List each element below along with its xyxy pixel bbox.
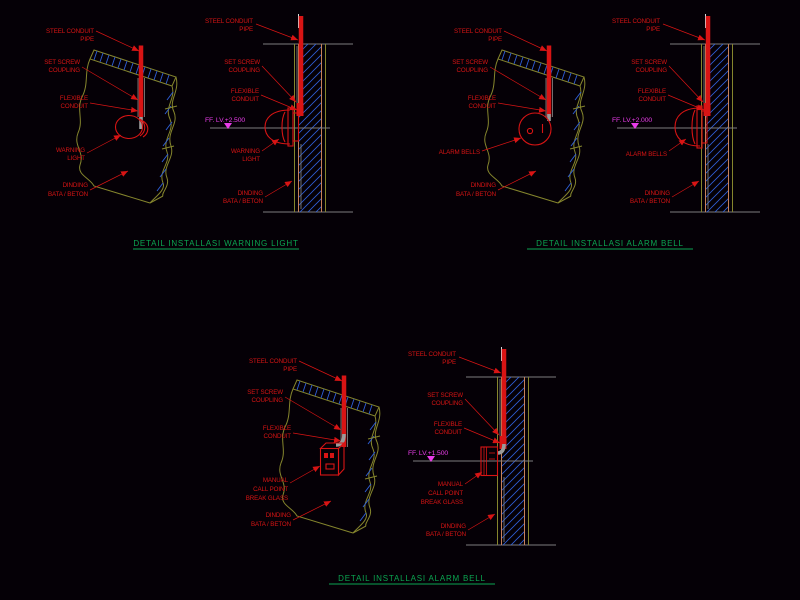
set-screw-label: SET SCREW: [452, 59, 488, 66]
set-screw-label-line2: COUPLING: [251, 397, 283, 404]
section-labels: STEEL CONDUIT PIPE SET SCREW COUPLING FL…: [408, 351, 466, 538]
flexible-conduit-label: FLEXIBLE: [231, 88, 259, 95]
device-label: ALARM BELLS: [626, 151, 667, 158]
detail-title: DETAIL INSTALLASI ALARM BELL: [536, 239, 684, 248]
alarm-bell-section: [674, 105, 708, 149]
wall-label: DINDING: [645, 190, 671, 197]
device-leader: [86, 134, 122, 154]
steel-conduit-label: STEEL CONDUIT: [249, 358, 297, 365]
steel-conduit-label-line2: PIPE: [488, 36, 502, 43]
flexible-conduit-label-line2: CONDUIT: [61, 103, 89, 110]
flexible-conduit-label-line2: CONDUIT: [469, 103, 497, 110]
detail-manual-call-point: STEEL CONDUIT PIPE SET SCREW COUPLING FL…: [246, 347, 556, 585]
set-screw-label-line2: COUPLING: [228, 67, 260, 74]
warning-light-section: [264, 107, 300, 147]
device-label-line2: LIGHT: [67, 155, 85, 162]
warning-light-iso: [114, 114, 149, 140]
steel-conduit-label-line2: PIPE: [646, 26, 660, 33]
iso-labels: STEEL CONDUIT PIPE SET SCREW COUPLING FL…: [439, 28, 503, 198]
floor-level-annotation: FF. LV.+2.500: [205, 117, 245, 124]
device-label: MANUAL: [438, 481, 464, 488]
wall-label-line2: BATA / BETON: [48, 191, 88, 198]
device-label-line3: BREAK GLASS: [421, 499, 463, 506]
wall-label: DINDING: [63, 182, 89, 189]
flexible-conduit-label: FLEXIBLE: [434, 421, 462, 428]
wall-label: DINDING: [471, 182, 497, 189]
steel-conduit-label: STEEL CONDUIT: [612, 18, 660, 25]
set-screw-label: SET SCREW: [44, 59, 80, 66]
steel-conduit-label-line2: PIPE: [442, 359, 456, 366]
set-screw-label-line2: COUPLING: [635, 67, 667, 74]
manual-call-point-iso: [319, 433, 346, 477]
set-screw-label: SET SCREW: [427, 392, 463, 399]
steel-conduit-label-line2: PIPE: [283, 366, 297, 373]
detail-title: DETAIL INSTALLASI WARNING LIGHT: [133, 239, 298, 248]
steel-conduit-label: STEEL CONDUIT: [205, 18, 253, 25]
flexible-conduit-label: FLEXIBLE: [60, 95, 88, 102]
steel-conduit-label: STEEL CONDUIT: [408, 351, 456, 358]
wall-label-line2: BATA / BETON: [426, 531, 466, 538]
device-label: WARNING: [231, 148, 260, 155]
device-label: ALARM BELLS: [439, 149, 480, 156]
set-screw-label: SET SCREW: [631, 59, 667, 66]
flexible-conduit-label: FLEXIBLE: [468, 95, 496, 102]
wall-label-line2: BATA / BETON: [251, 521, 291, 528]
device-label: WARNING: [56, 147, 85, 154]
floor-level-annotation: FF. LV.+1.500: [408, 450, 448, 457]
flexible-conduit-label-line2: CONDUIT: [639, 96, 667, 103]
iso-labels: STEEL CONDUIT PIPE SET SCREW COUPLING FL…: [44, 28, 94, 198]
flexible-conduit-label: FLEXIBLE: [638, 88, 666, 95]
device-leader: [289, 465, 321, 484]
steel-conduit-label: STEEL CONDUIT: [454, 28, 502, 35]
flexible-conduit-label: FLEXIBLE: [263, 425, 291, 432]
wall-label-line2: BATA / BETON: [223, 198, 263, 205]
alarm-bell-iso: [518, 112, 552, 146]
floor-level-annotation: FF. LV.+2.000: [612, 117, 652, 124]
device-label-line3: BREAK GLASS: [246, 495, 288, 502]
steel-conduit-label-line2: PIPE: [239, 26, 253, 33]
wall-label: DINDING: [266, 512, 292, 519]
flexible-conduit-label-line2: CONDUIT: [435, 429, 463, 436]
wall-label: DINDING: [238, 190, 264, 197]
set-screw-label: SET SCREW: [224, 59, 260, 66]
device-label-line2: CALL POINT: [428, 490, 463, 497]
device-label: MANUAL: [263, 477, 289, 484]
iso-labels: STEEL CONDUIT PIPE SET SCREW COUPLING FL…: [246, 358, 298, 528]
flexible-conduit-label-line2: CONDUIT: [264, 433, 292, 440]
wall-label: DINDING: [441, 523, 467, 530]
device-leader: [481, 137, 522, 152]
flexible-conduit-label-line2: CONDUIT: [232, 96, 260, 103]
wall-label-line2: BATA / BETON: [456, 191, 496, 198]
set-screw-label: SET SCREW: [247, 389, 283, 396]
manual-call-point-section: [480, 443, 506, 477]
device-label-line2: LIGHT: [242, 156, 260, 163]
detail-alarm-bell: STEEL CONDUIT PIPE SET SCREW COUPLING FL…: [439, 14, 760, 250]
section-labels: STEEL CONDUIT PIPE SET SCREW COUPLING FL…: [612, 18, 670, 205]
wall-label-line2: BATA / BETON: [630, 198, 670, 205]
device-label-line2: CALL POINT: [253, 486, 288, 493]
steel-conduit-label-line2: PIPE: [80, 36, 94, 43]
detail-title: DETAIL INSTALLASI ALARM BELL: [338, 574, 486, 583]
set-screw-label-line2: COUPLING: [431, 400, 463, 407]
steel-conduit-label: STEEL CONDUIT: [46, 28, 94, 35]
set-screw-label-line2: COUPLING: [48, 67, 80, 74]
section-labels: STEEL CONDUIT PIPE SET SCREW COUPLING FL…: [205, 18, 263, 205]
detail-warning-light: STEEL CONDUIT PIPE SET SCREW COUPLING FL…: [44, 14, 353, 250]
set-screw-label-line2: COUPLING: [456, 67, 488, 74]
